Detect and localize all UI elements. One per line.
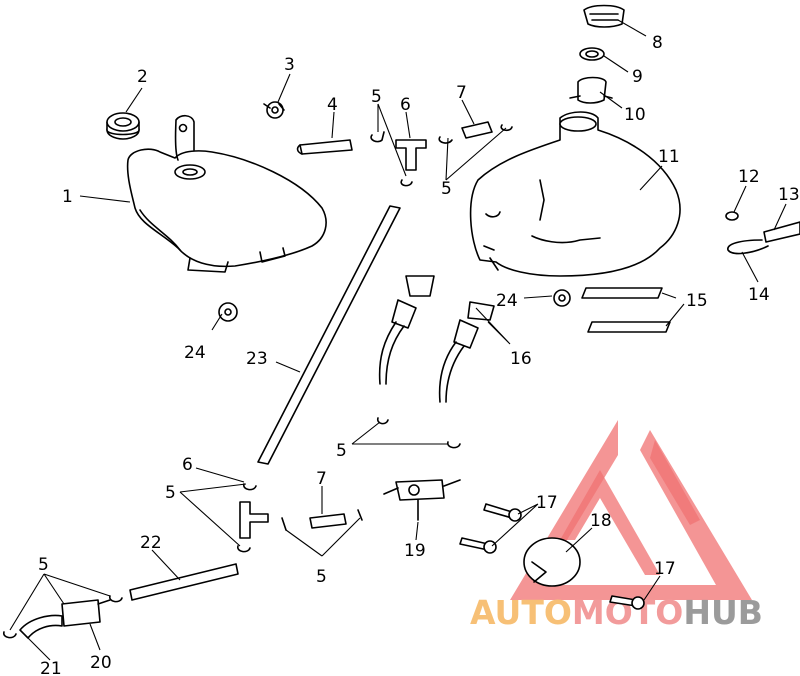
callout-22: 22 xyxy=(140,533,162,553)
callout-17-lower: 17 xyxy=(654,559,676,579)
callout-21: 21 xyxy=(40,659,62,676)
callout-5-lower-left: 5 xyxy=(165,483,176,503)
part-24-bolts xyxy=(218,289,571,322)
part-4-hose xyxy=(296,139,353,155)
part-16-fuel-pickups xyxy=(378,275,495,403)
callout-10: 10 xyxy=(624,105,646,125)
callout-16: 16 xyxy=(510,349,532,369)
part-17-screws xyxy=(459,503,645,610)
part-7-hose-lower xyxy=(309,513,347,529)
callout-7-upper: 7 xyxy=(456,83,467,103)
watermark-hub: HUB xyxy=(683,593,763,632)
watermark-logo-inner xyxy=(560,470,660,575)
callout-4: 4 xyxy=(327,95,338,115)
callout-labels: 1 2 3 4 5 6 7 5 8 9 10 11 12 13 14 15 16… xyxy=(38,33,800,676)
callout-18: 18 xyxy=(590,511,612,531)
callout-20: 20 xyxy=(90,653,112,673)
callout-15: 15 xyxy=(686,291,708,311)
callout-5-lower-middle: 5 xyxy=(316,567,327,587)
part-22-hose xyxy=(129,563,239,601)
callout-8: 8 xyxy=(652,33,663,53)
callout-24-left: 24 xyxy=(184,343,206,363)
watermark-text: AUTOMOTOHUB xyxy=(470,593,763,632)
automotohub-watermark: AUTOMOTOHUB xyxy=(470,420,763,632)
callout-5-upper-right: 5 xyxy=(441,179,452,199)
watermark-auto: AUTO xyxy=(470,593,572,632)
part-20-fuel-filter xyxy=(61,599,111,627)
part-1-front-tank xyxy=(126,114,327,273)
callout-7-lower: 7 xyxy=(316,469,327,489)
part-9-seal xyxy=(579,47,605,61)
callout-5-bottom-left: 5 xyxy=(38,555,49,575)
part-23-tube xyxy=(257,205,401,465)
part-12-washer xyxy=(725,211,739,221)
part-6-t-fitting-lower xyxy=(239,501,269,539)
callout-24-right: 24 xyxy=(496,291,518,311)
callout-5-upper-left: 5 xyxy=(371,87,382,107)
callout-6-upper: 6 xyxy=(400,95,411,115)
callout-17-upper: 17 xyxy=(536,493,558,513)
part-18-cover xyxy=(523,537,581,587)
part-6-t-fitting-upper xyxy=(395,139,427,171)
callout-14: 14 xyxy=(748,285,770,305)
callout-5-middle: 5 xyxy=(336,441,347,461)
part-3-bolt xyxy=(263,101,285,119)
part-19-fuel-tap xyxy=(383,479,461,521)
callout-12: 12 xyxy=(738,167,760,187)
leader-lines xyxy=(9,19,787,661)
part-11-rear-tank xyxy=(469,111,681,277)
part-10-filler-neck xyxy=(569,76,613,104)
callout-23: 23 xyxy=(246,349,268,369)
part-2-grommet xyxy=(106,112,140,140)
callout-3: 3 xyxy=(284,55,295,75)
part-13-14-clamp xyxy=(727,221,800,255)
callout-9: 9 xyxy=(632,67,643,87)
callout-6-lower: 6 xyxy=(182,455,193,475)
callout-19: 19 xyxy=(404,541,426,561)
watermark-logo-right xyxy=(650,440,700,525)
callout-2: 2 xyxy=(137,67,148,87)
part-21-hose xyxy=(19,614,63,639)
part-5-clips-lower xyxy=(3,417,461,639)
part-7-hose-upper xyxy=(461,121,493,139)
part-5-clips-upper xyxy=(370,124,513,187)
callout-13: 13 xyxy=(778,185,800,205)
callout-11: 11 xyxy=(658,147,680,167)
part-15-pads xyxy=(581,287,671,333)
callout-1: 1 xyxy=(62,187,73,207)
part-8-fuel-cap xyxy=(583,4,625,28)
